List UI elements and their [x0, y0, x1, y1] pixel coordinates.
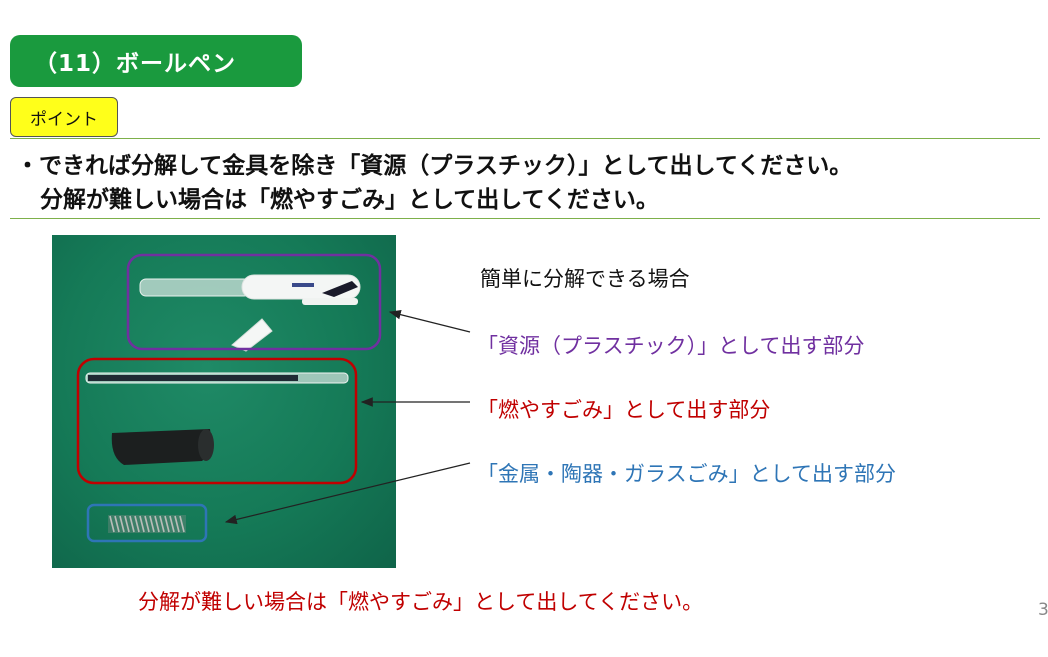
slide-title-bar: （11）ボールペン: [10, 35, 302, 87]
footer-note: 分解が難しい場合は「燃やすごみ」として出してください。: [138, 590, 704, 614]
page-number: 3: [1038, 600, 1048, 620]
point-badge: ポイント: [10, 97, 118, 137]
divider-top: [10, 138, 1040, 139]
metal-ceramic-glass-label: 「金属・陶器・ガラスごみ」として出す部分: [477, 462, 896, 486]
burnable-highlight-box: [76, 357, 358, 485]
resource-plastic-label: 「資源（プラスチック）」として出す部分: [477, 334, 865, 358]
instruction-line-2: 分解が難しい場合は「燃やすごみ」として出してください。: [40, 187, 659, 213]
easy-disassembly-heading: 簡単に分解できる場合: [480, 267, 690, 291]
pen-parts-illustration: [76, 253, 382, 543]
spring-part: [108, 515, 186, 533]
burnable-waste-label: 「燃やすごみ」として出す部分: [477, 398, 771, 422]
ballpoint-pen-photo: [52, 235, 396, 568]
instruction-line-1: ・できれば分解して金具を除き「資源（プラスチック）」として出してください。: [16, 153, 853, 179]
plastic-parts: [139, 274, 361, 352]
resource-highlight-box: [126, 253, 382, 351]
arrow-resource: [388, 309, 471, 333]
slide-title: （11）ボールペン: [34, 51, 237, 77]
metal-highlight-box: [86, 503, 208, 543]
burnable-parts: [85, 372, 349, 465]
divider-bottom: [10, 218, 1040, 219]
